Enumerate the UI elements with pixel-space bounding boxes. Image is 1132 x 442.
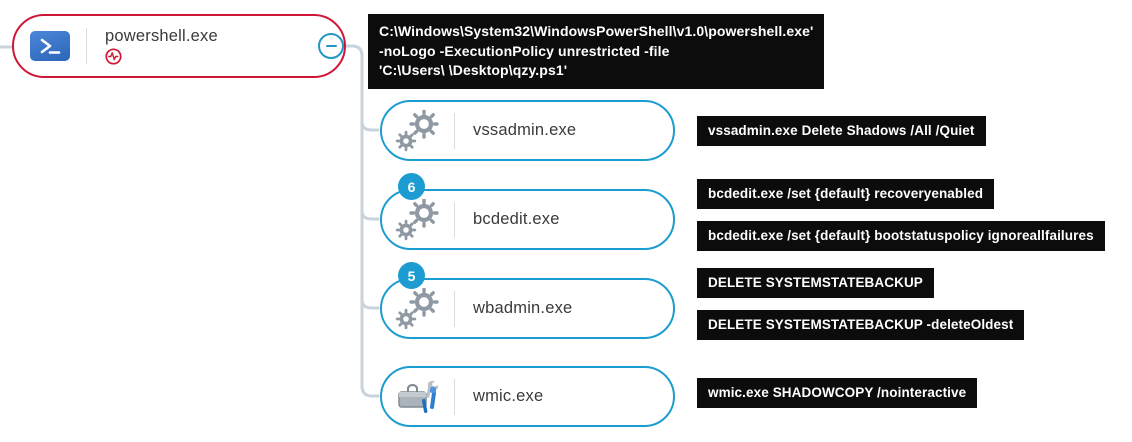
command-line-bcdedit-2: bcdedit.exe /set {default} bootstatuspol… xyxy=(697,221,1105,251)
process-node-powershell[interactable]: powershell.exe xyxy=(12,14,346,78)
hidden-children-badge[interactable]: 6 xyxy=(398,173,425,200)
gears-icon xyxy=(382,287,454,330)
divider xyxy=(454,290,455,327)
process-name: vssadmin.exe xyxy=(473,121,577,139)
divider xyxy=(454,378,455,415)
gears-icon xyxy=(382,198,454,241)
command-line-wmic: wmic.exe SHADOWCOPY /nointeractive xyxy=(697,378,978,408)
process-name: wbadmin.exe xyxy=(473,299,573,317)
process-name: bcdedit.exe xyxy=(473,210,560,228)
command-line-vssadmin: vssadmin.exe Delete Shadows /All /Quiet xyxy=(697,116,986,146)
process-name: powershell.exe xyxy=(105,27,218,45)
malicious-activity-icon xyxy=(105,48,218,65)
process-node-bcdedit[interactable]: 6 xyxy=(380,173,675,250)
process-node-wmic[interactable]: wmic.exe xyxy=(380,366,675,427)
divider xyxy=(86,28,87,64)
command-line-bcdedit-1: bcdedit.exe /set {default} recoveryenabl… xyxy=(697,179,995,209)
collapse-button[interactable] xyxy=(318,33,344,59)
divider xyxy=(454,112,455,149)
process-node-vssadmin[interactable]: vssadmin.exe xyxy=(380,100,675,161)
command-line-wbadmin-2: DELETE SYSTEMSTATEBACKUP -deleteOldest xyxy=(697,310,1025,340)
command-line-powershell: C:\Windows\System32\WindowsPowerShell\v1… xyxy=(368,14,825,89)
powershell-icon xyxy=(14,31,86,61)
toolbox-icon xyxy=(382,377,454,417)
process-name: wmic.exe xyxy=(473,387,544,405)
minus-icon xyxy=(325,44,337,48)
divider xyxy=(454,201,455,238)
command-line-wbadmin-1: DELETE SYSTEMSTATEBACKUP xyxy=(697,268,934,298)
gears-icon xyxy=(382,109,454,152)
process-node-wbadmin[interactable]: 5 xyxy=(380,262,675,339)
hidden-children-badge[interactable]: 5 xyxy=(398,262,425,289)
